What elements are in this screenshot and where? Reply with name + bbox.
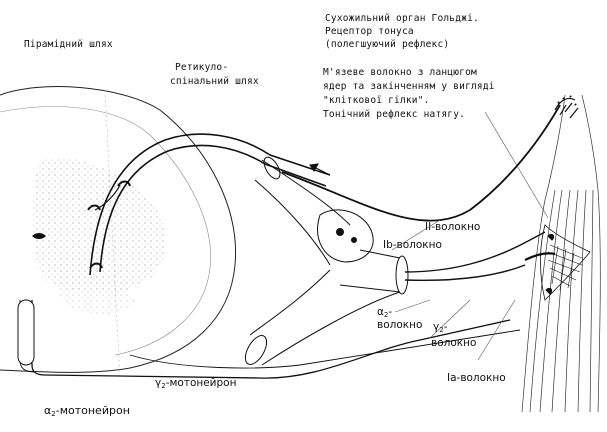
muscle-fiber-label-line3: "кліткової гілки". <box>323 95 430 106</box>
pyramidal-terminal-b <box>117 180 131 187</box>
golgi-organ-dots <box>557 95 577 106</box>
muscle-spindle <box>524 224 591 301</box>
central-canal <box>32 233 46 239</box>
pyramidal-terminal-a <box>87 204 101 211</box>
muscle-fiber-label-line4: Тонічний рефлекс натягу. <box>323 109 466 120</box>
fiber-ii-label: II-волокно <box>425 221 481 233</box>
leader-muscle-fiber <box>484 111 549 219</box>
fiber-ib-label: Ib-волокно <box>383 239 442 251</box>
gamma2-fiber-symbol: γ <box>433 321 440 333</box>
reticulospinal-tract-outer <box>89 133 331 276</box>
muscle-fibre-4 <box>564 189 579 413</box>
alpha2-fiber-subscript: 2 <box>383 311 389 319</box>
muscle-fibre-5 <box>577 189 587 413</box>
muscle-right-edge <box>581 94 601 413</box>
gamma2-motoneuron-word: -мотонейрон <box>165 377 237 389</box>
muscle-fibre-6 <box>589 189 594 413</box>
gamma2-fiber-word: волокно <box>431 337 477 349</box>
ib-fiber-path <box>281 104 561 222</box>
leader-lines <box>391 111 549 361</box>
golgi-organ-label-line1: Сухожильний орган Гольджі. <box>325 13 479 24</box>
spindle-nuclear-chain <box>545 233 555 295</box>
motor-fibers <box>17 299 521 379</box>
ganglion-cell-a <box>336 228 344 236</box>
nerve-trunk <box>244 156 409 366</box>
dorsal-root-upper-edge <box>261 159 351 226</box>
tracts <box>87 133 331 276</box>
direction-arrowhead <box>309 163 319 172</box>
muscle-fibre-1 <box>529 189 556 413</box>
muscle-fibre-2 <box>539 189 563 413</box>
muscle <box>521 94 601 413</box>
alpha2-motoneuron-symbol: α <box>44 404 52 417</box>
alpha-motor-fiber <box>31 300 511 379</box>
muscle-fiber-label-line2: ядер та закінченням у вигляді <box>323 81 495 92</box>
spindle-capsule <box>540 224 591 301</box>
alpha2-fiber-label: α2- <box>377 307 392 319</box>
ventral-root-cut <box>244 335 268 365</box>
pyramidal-tract-branch <box>94 184 121 211</box>
spinal-cord-inner-outline <box>0 106 211 356</box>
dorsal-root-lower-edge <box>254 179 331 266</box>
gamma2-fiber-path <box>129 329 521 369</box>
alpha2-motoneuron-label: α2-мотонейрон <box>44 405 130 418</box>
grey-matter <box>33 157 167 315</box>
alpha2-motoneuron-word: -мотонейрон <box>55 404 130 417</box>
ganglion-cell-b <box>351 237 357 243</box>
spinal-nerve-upper-edge <box>359 249 401 259</box>
gamma2-motoneuron-label: γ2-мотонейрон <box>155 378 236 390</box>
gamma2-fiber-dash: - <box>443 321 448 333</box>
annulospiral-ending <box>524 252 556 261</box>
reticulospinal-tract-inner <box>99 144 327 273</box>
gamma2-motoneuron-symbol: γ <box>155 377 162 389</box>
golgi-tendon-organ <box>554 95 579 119</box>
motor-neuron-stub <box>17 299 35 366</box>
golgi-organ-branches <box>554 97 579 119</box>
fiber-ia-label: Ia-волокно <box>447 372 506 384</box>
muscle-left-edge <box>521 94 566 413</box>
ventral-root-lower-edge <box>261 291 401 366</box>
ib-fiber <box>281 104 561 222</box>
pyramidal-tract-label: Пірамідний шлях <box>24 39 113 50</box>
leader-gamma2 <box>429 299 471 339</box>
alpha2-fiber-word: волокно <box>377 319 423 331</box>
muscle-fibre-3 <box>551 189 571 413</box>
gamma2-fiber-subscript: 2 <box>439 326 444 334</box>
leader-ia <box>477 299 516 361</box>
spinal-nerve-lower-edge <box>339 284 401 293</box>
spindle-coil <box>547 244 583 291</box>
muscle-fiber-label-line1: М'язеве волокно з ланцюгом <box>323 67 477 78</box>
golgi-organ-label-line3: (полегшуючий рефлекс) <box>325 39 450 50</box>
leader-alpha2 <box>394 299 431 313</box>
alpha2-motoneuron-subscript: 2 <box>51 410 56 418</box>
ganglion-outline <box>317 209 374 263</box>
alpha2-fiber-symbol: α <box>377 306 384 318</box>
ventral-root-upper-edge <box>249 269 331 336</box>
spinal-nerve-cut <box>395 255 409 295</box>
ia-fiber-path <box>404 264 526 282</box>
leader-ib <box>391 219 441 251</box>
central-canal-mark <box>32 233 46 239</box>
gamma2-fiber-label: γ2- <box>433 322 447 334</box>
reticulo-terminal <box>89 262 103 269</box>
reticulospinal-tract-label-line2: спінальний шлях <box>170 76 259 87</box>
golgi-organ-label-line2: Рецептор тонуса <box>325 26 414 37</box>
alpha2-fiber-dash: - <box>388 306 393 318</box>
root-cut-ellipse <box>263 156 281 180</box>
ii-fiber-path <box>404 231 546 273</box>
reticulospinal-tract-label-line1: Ретикуло- <box>175 62 229 73</box>
ventral-horn-stipple <box>60 250 135 315</box>
spinal-cord-outline <box>0 86 237 373</box>
gamma2-motoneuron-subscript: 2 <box>161 382 166 390</box>
afferent-fibers <box>404 231 546 282</box>
